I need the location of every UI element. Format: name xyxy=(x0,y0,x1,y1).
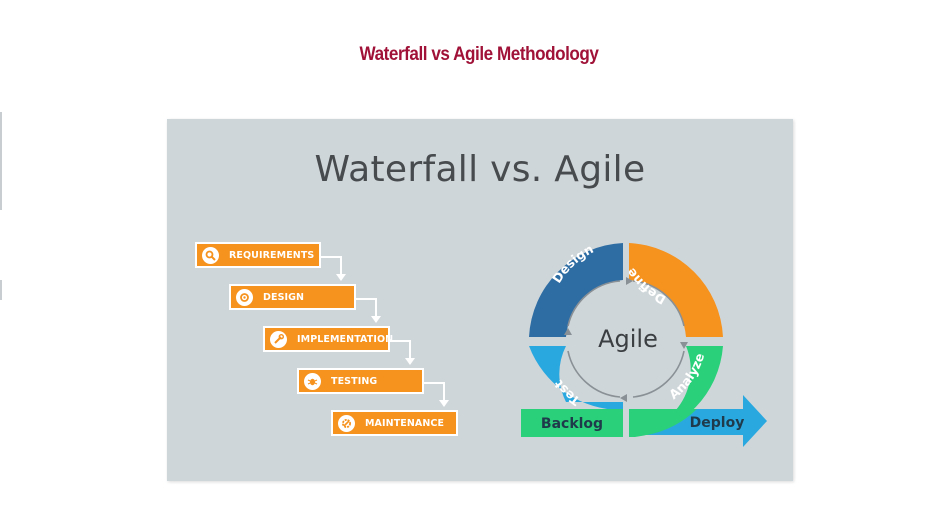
agile-segment-design xyxy=(529,243,623,337)
agile-segment-test xyxy=(529,346,623,411)
wrench-icon xyxy=(270,330,287,348)
agile-cycle-diagram: Design Define Analyze Test Agile Backlog… xyxy=(521,241,767,447)
waterfall-step-implementation: IMPLEMENTATION xyxy=(263,326,394,352)
agile-segment-analyze-tail xyxy=(629,409,697,435)
waterfall-step-label: TESTING xyxy=(331,375,378,387)
magnifier-icon xyxy=(202,246,219,264)
edge-mark xyxy=(0,280,2,300)
inner-arrow xyxy=(567,280,621,327)
waterfall-step-label: MAINTENANCE xyxy=(365,417,445,429)
waterfall-step-label: DESIGN xyxy=(263,291,305,303)
inner-arrow-head xyxy=(620,394,627,402)
waterfall-step-maintenance: MAINTENANCE xyxy=(331,410,458,436)
inner-arrow xyxy=(632,280,685,327)
agile-center-label: Agile xyxy=(598,325,658,353)
waterfall-step-label: IMPLEMENTATION xyxy=(297,333,394,345)
inner-arrow-head xyxy=(680,342,688,349)
waterfall-step-testing: TESTING xyxy=(297,368,424,394)
inner-arrow-head xyxy=(626,277,633,285)
backlog-box xyxy=(521,409,623,437)
inner-arrow xyxy=(632,350,685,398)
agile-segment-define xyxy=(629,243,723,337)
settings-icon xyxy=(338,414,355,432)
deploy-label: Deploy xyxy=(690,415,745,431)
edge-mark xyxy=(0,112,2,210)
figure-panel: Waterfall vs. Agile REQUIREMENTS xyxy=(167,119,793,481)
waterfall-step-label: REQUIREMENTS xyxy=(229,249,315,261)
waterfall-step-requirements: REQUIREMENTS xyxy=(195,242,321,268)
gear-icon xyxy=(236,288,253,306)
inner-arrow xyxy=(567,350,621,398)
bug-icon xyxy=(304,372,321,390)
page-title: Waterfall vs Agile Methodology xyxy=(359,44,599,65)
inner-arrow-head xyxy=(564,328,572,335)
figure-title: Waterfall vs. Agile xyxy=(314,149,646,190)
backlog-label: Backlog xyxy=(541,416,603,432)
waterfall-step-design: DESIGN xyxy=(229,284,356,310)
deploy-arrow xyxy=(629,395,767,447)
